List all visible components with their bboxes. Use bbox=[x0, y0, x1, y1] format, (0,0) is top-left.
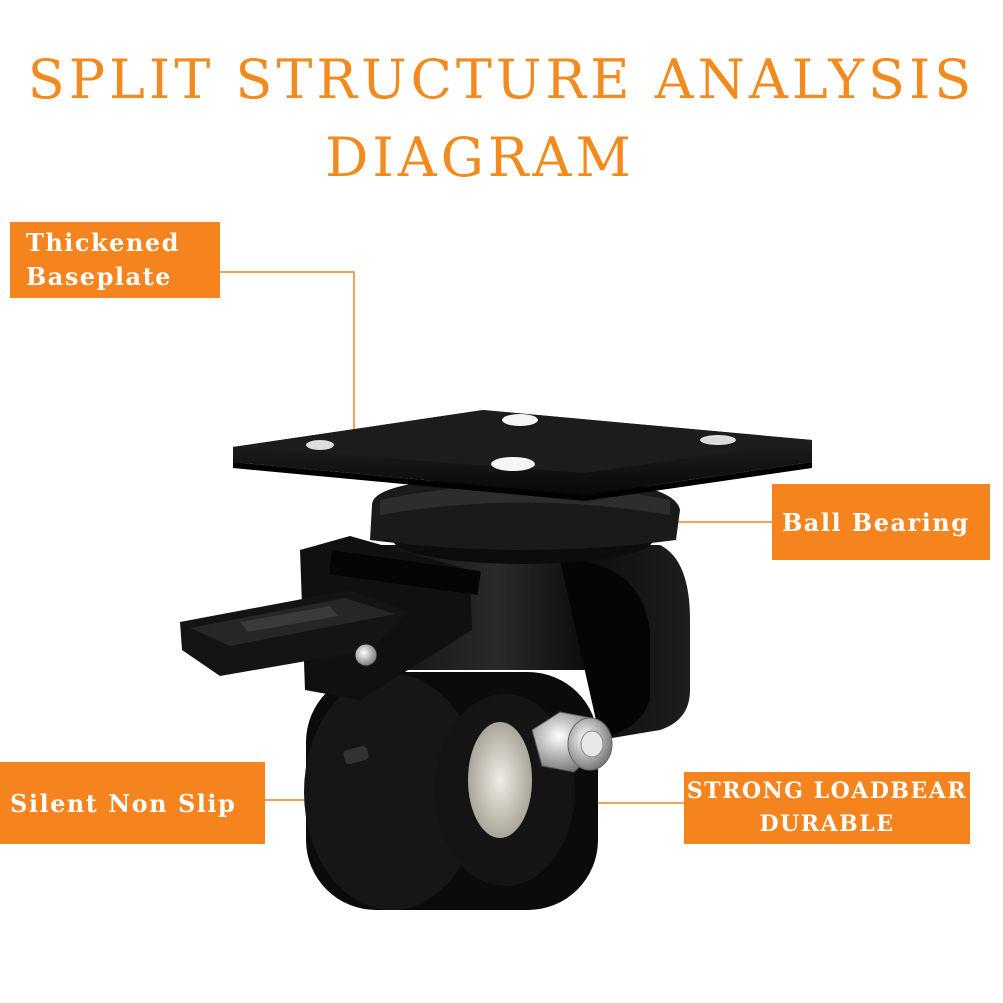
diagram-title-line-2: DIAGRAM bbox=[325, 126, 635, 189]
callout-bearing-line1: Ball Bearing bbox=[782, 507, 970, 537]
callout-ball-bearing: Ball Bearing bbox=[772, 484, 990, 560]
callout-baseplate-line2: Baseplate bbox=[26, 262, 172, 291]
brake-lever bbox=[180, 536, 481, 700]
axle-bolt bbox=[531, 711, 613, 773]
callout-thickened-baseplate: Thickened Baseplate bbox=[10, 222, 220, 298]
top-baseplate bbox=[233, 410, 812, 501]
callout-load-line1: STRONG LOADBEAR bbox=[686, 778, 968, 804]
wheel-hub bbox=[468, 722, 532, 838]
callout-silent-line1: Silent Non Slip bbox=[10, 788, 237, 818]
callout-strong-loadbear: STRONG LOADBEAR DURABLE bbox=[684, 772, 970, 844]
leader-baseplate bbox=[220, 271, 355, 440]
callout-baseplate-line1: Thickened bbox=[26, 228, 180, 257]
callout-silent-non-slip: Silent Non Slip bbox=[0, 762, 265, 844]
wheel bbox=[304, 672, 598, 910]
diagram-title-line-1: SPLIT STRUCTURE ANALYSIS bbox=[27, 48, 976, 111]
callout-load-line2: DURABLE bbox=[759, 811, 895, 837]
brake-pivot-bolt bbox=[354, 643, 378, 667]
